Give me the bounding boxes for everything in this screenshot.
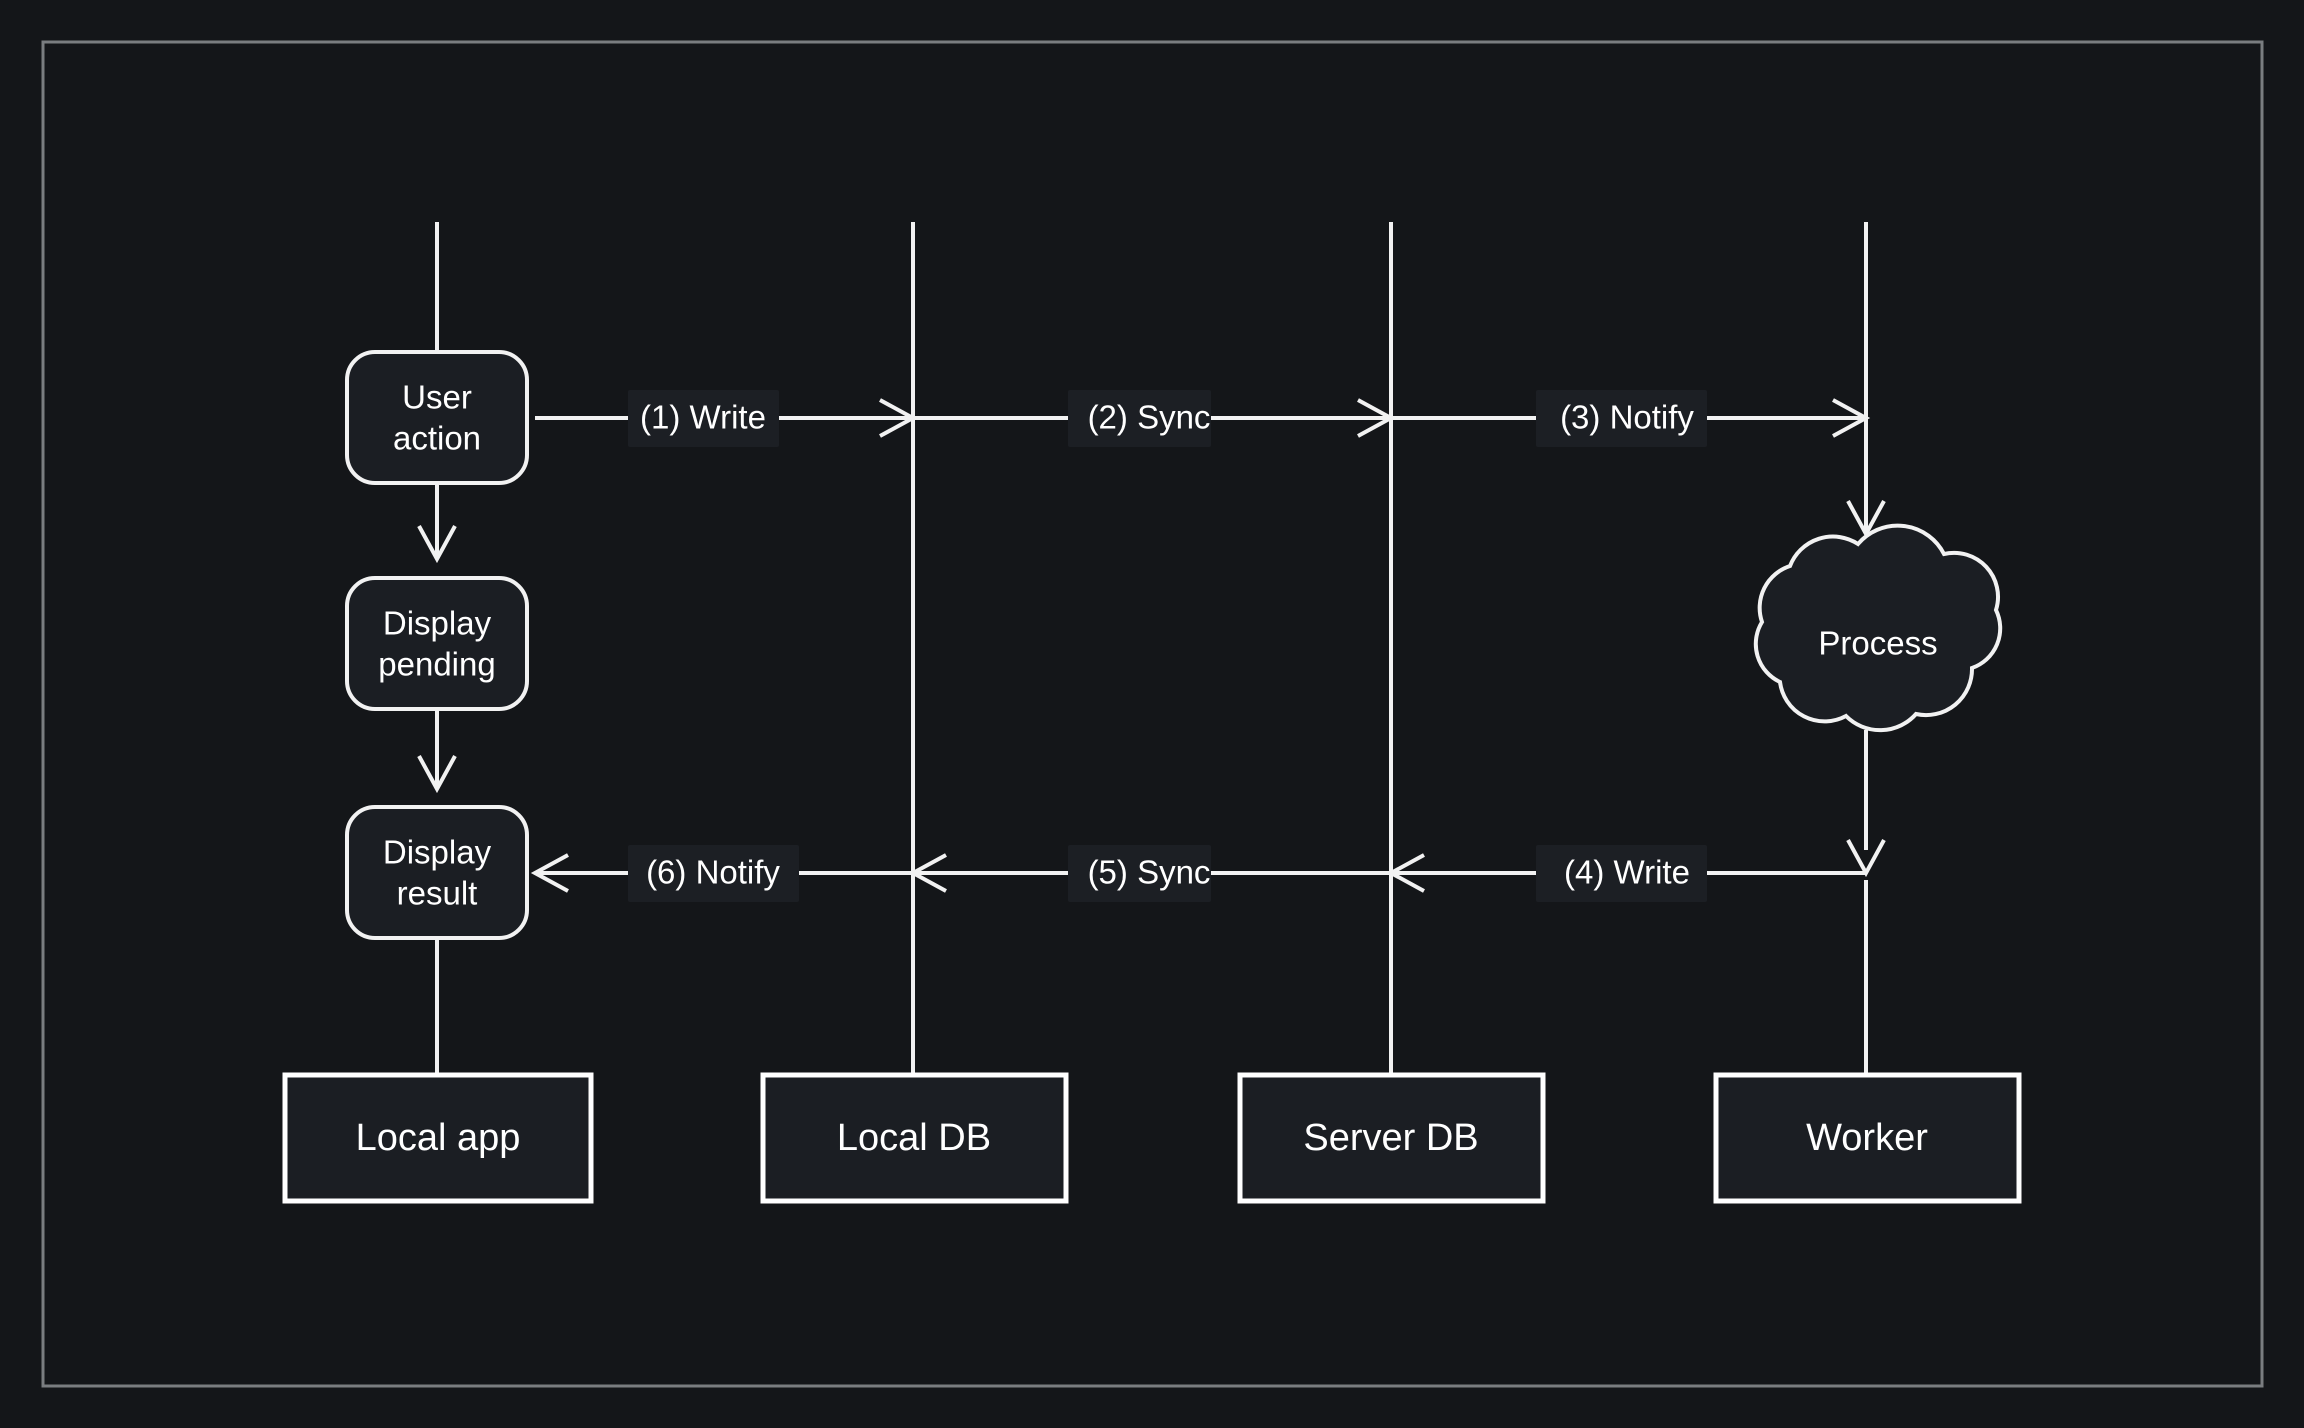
node-user-action-shape[interactable] [345,350,529,485]
node-process[interactable]: Process [1753,523,2003,733]
msg-1-label: (1) Write [640,399,766,436]
participant-local-db-box[interactable] [760,1072,1069,1204]
arrowhead-down-display-result-icon [417,755,457,794]
participant-worker-label: Worker [1806,1117,1928,1159]
node-process-label: Process [1818,625,1937,662]
msg-3-label-bg [1536,390,1707,447]
msg-2-label-bg [1068,390,1211,447]
message-row-bottom: (4) Write (5) Sync (6) Notify [530,845,1866,902]
node-display-result-label-line1: Display [383,834,492,871]
participant-server-db-label: Server DB [1303,1117,1478,1159]
participant-server-db-box[interactable] [1237,1072,1546,1204]
participant-worker[interactable]: Worker [1713,1072,2022,1204]
node-display-result-label-line2: result [397,875,478,912]
participant-local-app-box[interactable] [282,1072,594,1204]
msg-6-label-bg [628,845,799,902]
node-user-action-label-line2: action [393,420,481,457]
participant-worker-box[interactable] [1713,1072,2022,1204]
message-row-top: (1) Write (2) Sync (3) Notify [535,390,1871,447]
node-display-result[interactable]: Display result [345,805,529,940]
msg-1-label-bg [628,390,779,447]
participant-local-app[interactable]: Local app [282,1072,594,1204]
node-display-pending-label-line2: pending [378,646,495,683]
node-user-action[interactable]: User action [345,350,529,485]
arrowhead-down-worker-write-icon [1846,839,1886,878]
participant-server-db[interactable]: Server DB [1237,1072,1546,1204]
node-display-result-shape[interactable] [345,805,529,940]
lifelines [435,222,1868,1075]
msg-5-label: (5) Sync [1088,854,1211,891]
node-display-pending[interactable]: Display pending [345,576,529,711]
msg-6-arrowhead-left-icon [530,853,569,893]
msg-5-label-bg [1068,845,1211,902]
node-user-action-label-line1: User [402,379,472,416]
participant-local-app-label: Local app [356,1117,521,1159]
node-display-pending-label-line1: Display [383,605,492,642]
msg-2-label: (2) Sync [1088,399,1211,436]
msg-3-label: (3) Notify [1560,399,1694,436]
diagram-frame [41,40,2264,1388]
msg-6-label: (6) Notify [646,854,780,891]
arrowhead-down-display-pending-icon [417,525,457,564]
participant-local-db[interactable]: Local DB [760,1072,1069,1204]
msg-4-label: (4) Write [1564,854,1690,891]
participant-local-db-label: Local DB [837,1117,991,1159]
node-process-cloud-shape[interactable] [1753,523,2003,733]
msg-3-arrowhead-right-icon [1832,398,1871,438]
node-display-pending-shape[interactable] [345,576,529,711]
msg-4-label-bg [1536,845,1707,902]
